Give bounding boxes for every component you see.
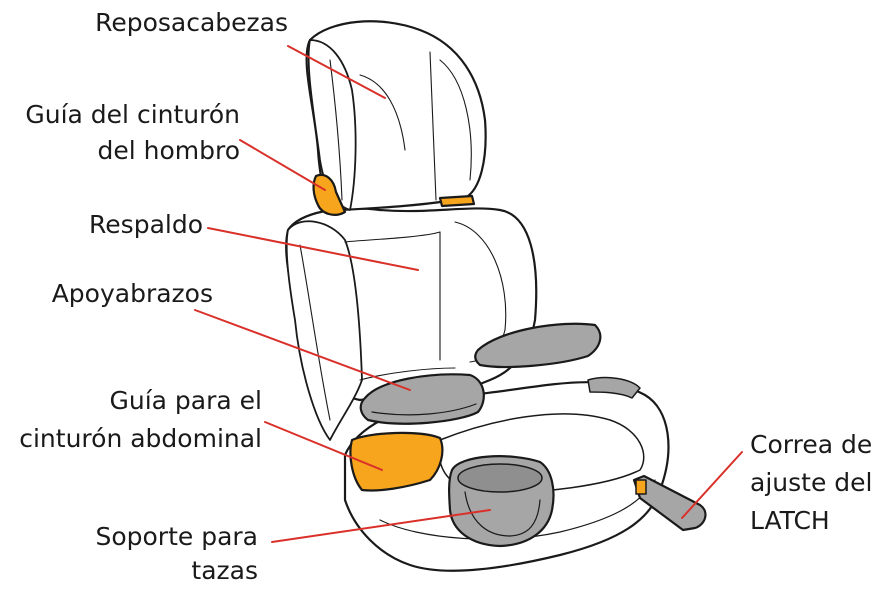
label-cup-holder-line1: Soporte para (20, 522, 258, 552)
label-backrest: Respaldo (20, 210, 203, 240)
label-shoulder-guide-line1: Guía del cinturón (0, 100, 240, 130)
label-armrest: Apoyabrazos (0, 279, 213, 309)
leader-shoulder-guide (240, 140, 325, 190)
label-latch-line2: ajuste del (750, 468, 878, 498)
label-cup-holder-line2: tazas (20, 556, 258, 586)
leader-latch (682, 452, 742, 518)
label-latch-line1: Correa de (750, 430, 878, 460)
label-latch-line3: LATCH (750, 506, 878, 536)
label-headrest: Reposacabezas (40, 8, 288, 38)
label-shoulder-guide-line2: del hombro (0, 136, 240, 166)
shoulder-belt-guide-right (440, 196, 474, 206)
label-lap-guide-line2: cinturón abdominal (0, 424, 262, 454)
label-lap-guide-line1: Guía para el (0, 386, 262, 416)
